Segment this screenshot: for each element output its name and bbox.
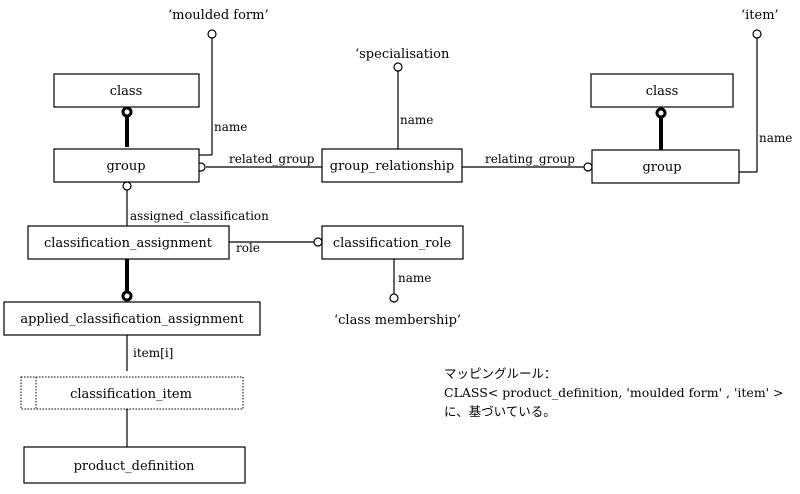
relating-group-circle [583, 162, 593, 172]
note-line-3: に、基づいている。 [444, 404, 556, 419]
product-definition-box [23, 446, 246, 484]
classification-item-box [20, 376, 244, 410]
specialisation-value: ‘specialisation [355, 47, 450, 62]
attribute-labels: name name name name related_group relati… [130, 113, 792, 360]
group-left-label: group [106, 159, 145, 174]
group-right-label: group [642, 160, 681, 175]
group-relationship-label: group_relationship [330, 159, 454, 174]
applied-classification-assignment-box [3, 301, 261, 336]
applied-subtype-circle [121, 290, 133, 302]
applied-classification-assignment-label: applied_classification_assignment [20, 312, 244, 327]
role-circle [313, 237, 323, 247]
note-line-2: CLASS< product_definition, 'moulded form… [444, 385, 784, 400]
value-labels: ‘moulded form’ ‘specialisation ‘item’ ‘c… [168, 8, 779, 328]
classification-role-box [321, 225, 464, 260]
class-left-box [53, 73, 200, 108]
related-group-label: related_group [229, 152, 315, 166]
name-right-label: name [759, 131, 792, 145]
subtype-circles [121, 106, 667, 302]
class-right-subtype-circle [655, 107, 667, 119]
relating-group-label: relating_group [485, 152, 575, 166]
role-label: role [236, 241, 260, 255]
item-i-label: item[i] [133, 346, 173, 360]
classification-assignment-box [27, 225, 230, 260]
moulded-form-value: ‘moulded form’ [168, 8, 269, 23]
group-left-box [53, 148, 200, 183]
group-relationship-box [321, 148, 463, 183]
select-box [20, 376, 244, 410]
mapping-rule-note: マッピングルール： CLASS< product_definition, 'mo… [444, 364, 784, 421]
moulded-form-circle [207, 29, 217, 39]
classification-role-label: classification_role [333, 236, 452, 251]
specialisation-circle [393, 62, 403, 72]
connectors [125, 38, 758, 447]
box-labels: class group group_relationship class gro… [20, 84, 681, 474]
note-line-1: マッピングルール： [444, 366, 557, 381]
class-membership-value: ‘class membership’ [334, 313, 461, 328]
item-circle [752, 29, 762, 39]
class-right-box [590, 73, 734, 108]
name-left-label: name [214, 120, 247, 134]
entity-boxes [3, 73, 740, 484]
class-left-label: class [110, 84, 143, 99]
class-membership-circle [389, 293, 399, 303]
assigned-classification-label: assigned_classification [130, 209, 269, 223]
classification-assignment-label: classification_assignment [44, 236, 213, 251]
group-right-box [591, 149, 740, 184]
class-left-subtype-circle [121, 106, 133, 118]
name-middle-label: name [400, 113, 433, 127]
assigned-classification-circle [122, 181, 132, 191]
classification-item-label: classification_item [70, 387, 192, 402]
name-role-label: name [398, 271, 431, 285]
product-definition-label: product_definition [74, 459, 195, 474]
item-value: ‘item’ [741, 8, 779, 23]
class-right-label: class [646, 84, 679, 99]
